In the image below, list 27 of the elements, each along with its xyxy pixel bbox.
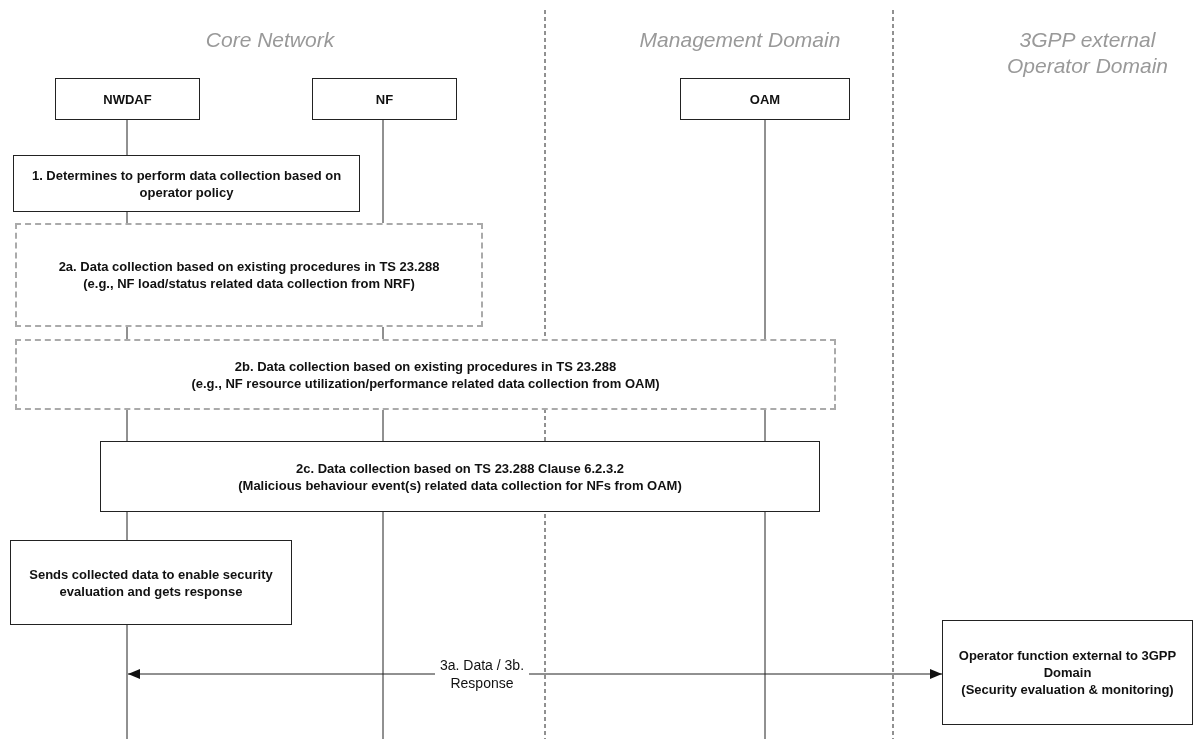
entity-name: NWDAF [103, 90, 152, 108]
domain-heading: Management Domain [638, 27, 842, 53]
step-text: Operator function external to 3GPP Domain [957, 647, 1178, 681]
step-text: (e.g., NF resource utilization/performance related data collection from OAM) [191, 374, 660, 392]
entity-box [312, 78, 457, 120]
step-text: 2b. Data collection based on existing procedures in TS 23.288 [234, 357, 617, 375]
arrow [127, 669, 943, 679]
step-box [100, 441, 820, 512]
step-text: 2a. Data collection based on existing procedures in TS 23.288 [58, 258, 440, 275]
edge-label: 3a. Data / 3b. Response [435, 656, 529, 692]
step-box [10, 540, 292, 625]
entity-name: OAM [749, 90, 781, 108]
entity-box [680, 78, 850, 120]
step-text: 2c. Data collection based on TS 23.288 Clause 6.2.3.2 [295, 459, 624, 477]
step-box [15, 223, 483, 327]
step-text: (Malicious behaviour event(s) related data collection for NFs from OAM) [238, 476, 682, 494]
step-text: 1. Determines to perform data collection based on operator policy [30, 166, 343, 201]
entity-name: NF [375, 90, 394, 108]
step-text: (Security evaluation & monitoring) [961, 681, 1174, 698]
step-text: Sends collected data to enable security evaluation and gets response [28, 565, 274, 600]
domain-heading: 3GPP external Operator Domain [1005, 27, 1170, 79]
step-text: (e.g., NF load/status related data collection from NRF) [83, 275, 415, 292]
entity-box [55, 78, 200, 120]
domain-heading: Core Network [204, 27, 336, 53]
external-function-box [942, 620, 1193, 725]
step-box [13, 155, 360, 212]
step-box [15, 339, 836, 410]
